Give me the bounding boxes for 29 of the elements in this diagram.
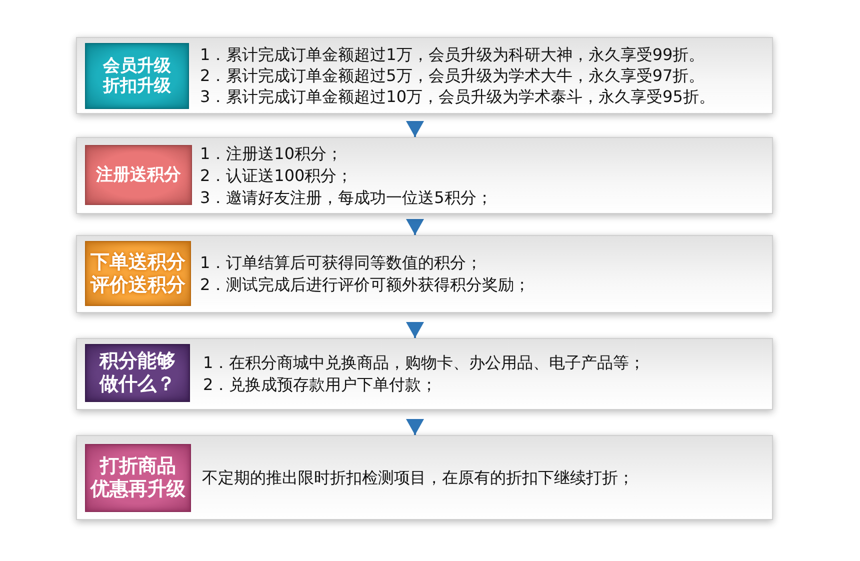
step-panel — [76, 435, 773, 520]
category-tile — [86, 242, 190, 305]
tile-heading: 评价送积分 — [90, 274, 186, 296]
list-item: 3．邀请好友注册，每成功一位送5积分； — [200, 186, 492, 208]
step-panel — [76, 37, 773, 114]
tile-heading: 下单送积分 — [90, 250, 186, 274]
tile-heading: 折扣升级 — [103, 76, 171, 96]
list-item: 2．累计完成订单金额超过5万，会员升级为学术大牛，永久享受97折。 — [200, 65, 706, 86]
tile-heading: 打折商品 — [100, 455, 176, 478]
list-item: 2．认证送100积分； — [200, 164, 354, 186]
step-panel — [76, 235, 773, 313]
body-text: 不定期的推出限时折扣检测项目，在原有的折扣下继续打折； — [202, 466, 634, 488]
list-item: 2．测试完成后进行评价可额外获得积分奖励； — [200, 274, 530, 296]
list-item: 1．订单结算后可获得同等数值的积分； — [200, 252, 484, 274]
step-panel — [76, 338, 773, 410]
step-panel — [76, 137, 773, 214]
list-item: 1．累计完成订单金额超过1万，会员升级为科研大神，永久享受99折。 — [200, 44, 706, 65]
list-item: 3．累计完成订单金额超过10万，会员升级为学术泰斗，永久享受95折。 — [200, 86, 715, 107]
tile-heading: 积分能够做什么？ — [98, 350, 176, 396]
list-item: 1．在积分商城中兑换商品，购物卡、办公用品、电子产品等； — [203, 352, 646, 374]
tile-heading: 会员升级 — [103, 56, 171, 76]
list-item: 2．兑换成预存款用户下单付款； — [203, 374, 438, 396]
category-tile — [86, 345, 189, 401]
tile-heading: 优惠再升级 — [90, 478, 186, 501]
category-tile — [86, 445, 190, 511]
list-item: 1．注册送10积分； — [200, 142, 344, 164]
category-tile — [86, 146, 191, 204]
tile-heading: 注册送积分 — [96, 164, 181, 186]
category-tile — [86, 44, 188, 108]
